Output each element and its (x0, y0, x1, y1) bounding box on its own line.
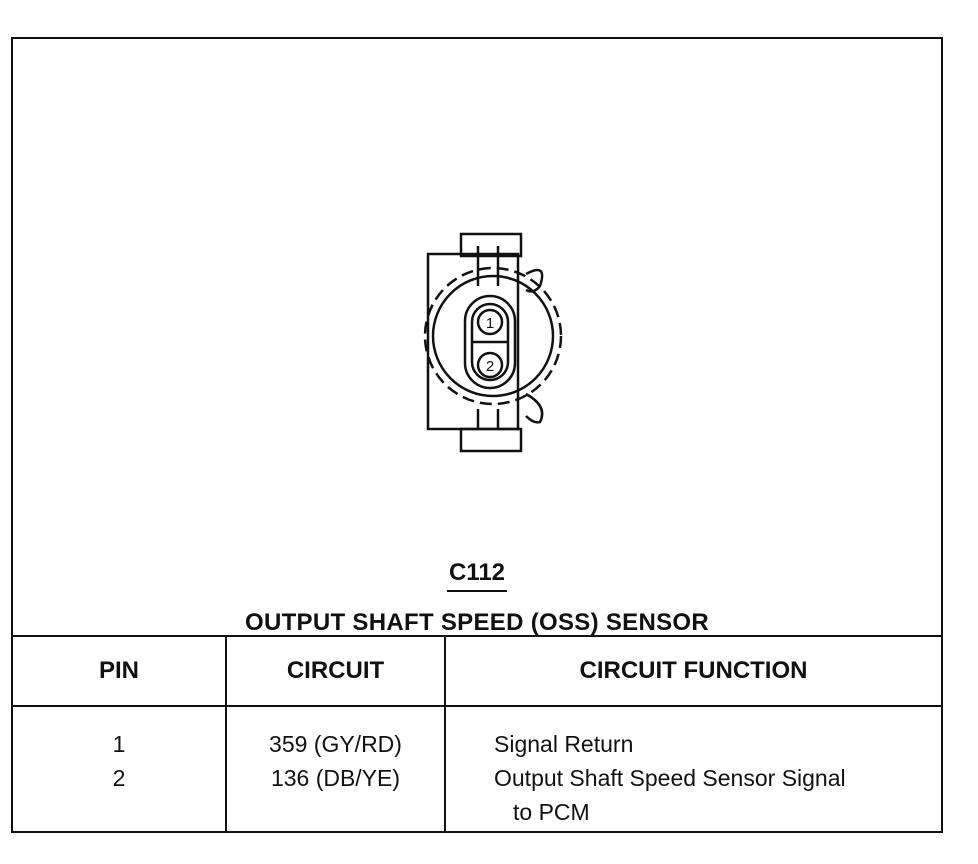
pin-1-label: 1 (486, 315, 494, 332)
row-2-function-continued: to PCM (513, 799, 590, 825)
pin-2-label: 2 (486, 358, 494, 375)
header-circuit: CIRCUIT (286, 657, 385, 684)
row-1-pin: 1 (112, 731, 126, 757)
top-latch (459, 232, 523, 258)
row-2-function: Output Shaft Speed Sensor Signal (494, 765, 846, 791)
connector-name: OUTPUT SHAFT SPEED (OSS) SENSOR (244, 609, 709, 636)
seal-ring (423, 266, 563, 406)
row-2-pin: 2 (112, 765, 126, 791)
pin-table: PIN CIRCUIT CIRCUIT FUNCTION 1 359 (GY/R… (13, 635, 941, 831)
row-1-circuit: 359 (GY/RD) (269, 731, 402, 757)
connector-frame: 1 2 C112 OUTPUT SHAFT SPEED (OSS) SENSOR… (11, 37, 943, 833)
column-divider-2 (444, 635, 446, 831)
pin-2-circle (476, 351, 504, 379)
table-top-border (13, 635, 941, 637)
header-circuit-function: CIRCUIT FUNCTION (579, 657, 808, 684)
pin-1-circle (476, 308, 504, 336)
row-2-circuit: 136 (DB/YE) (270, 765, 401, 791)
row-1-function: Signal Return (494, 731, 634, 757)
column-divider-1 (225, 635, 227, 831)
header-pin: PIN (98, 657, 139, 684)
bottom-latch (459, 427, 523, 453)
pin-socket (463, 294, 517, 390)
connector-body (431, 274, 555, 398)
connector-id-title: C112 (13, 559, 941, 592)
side-tab-bottom (525, 392, 544, 424)
table-header-divider (13, 705, 941, 707)
connector-face-diagram: 1 2 (423, 232, 563, 453)
connector-id: C112 (446, 559, 508, 592)
